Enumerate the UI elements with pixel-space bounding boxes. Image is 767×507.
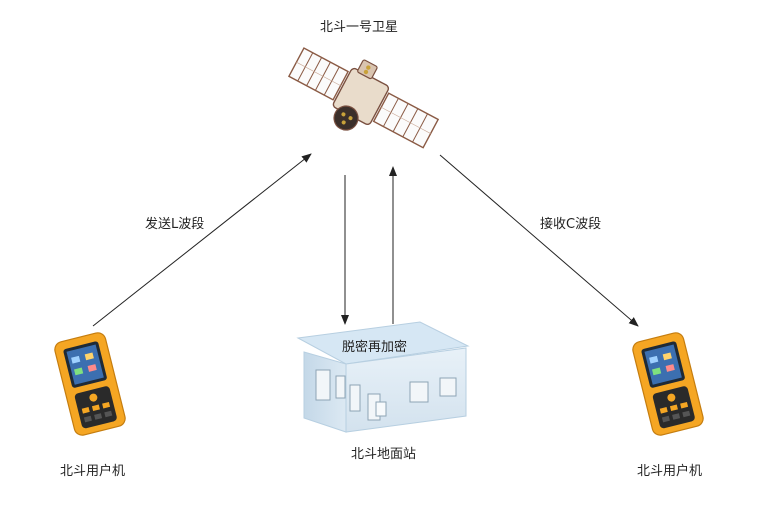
left-solar-panel: [287, 47, 350, 101]
satellite-lens: [333, 105, 359, 131]
ground-station-building-icon: [296, 321, 470, 433]
uplink-label: 发送L波段: [145, 217, 205, 232]
satellite-label: 北斗一号卫星: [320, 20, 399, 35]
ground-station-label: 北斗地面站: [351, 447, 417, 462]
satellite-icon: [287, 47, 440, 149]
uplink-arrow: [92, 153, 312, 327]
left-device-label: 北斗用户机: [60, 464, 126, 479]
right-device-label: 北斗用户机: [637, 464, 703, 479]
right-handheld-terminal-icon: [632, 332, 704, 436]
downlink-label: 接收C波段: [540, 217, 602, 232]
right-solar-panel: [372, 92, 440, 149]
downlink-arrow: [439, 154, 639, 327]
left-handheld-terminal-icon: [54, 332, 126, 436]
station-process-label: 脱密再加密: [342, 340, 408, 355]
